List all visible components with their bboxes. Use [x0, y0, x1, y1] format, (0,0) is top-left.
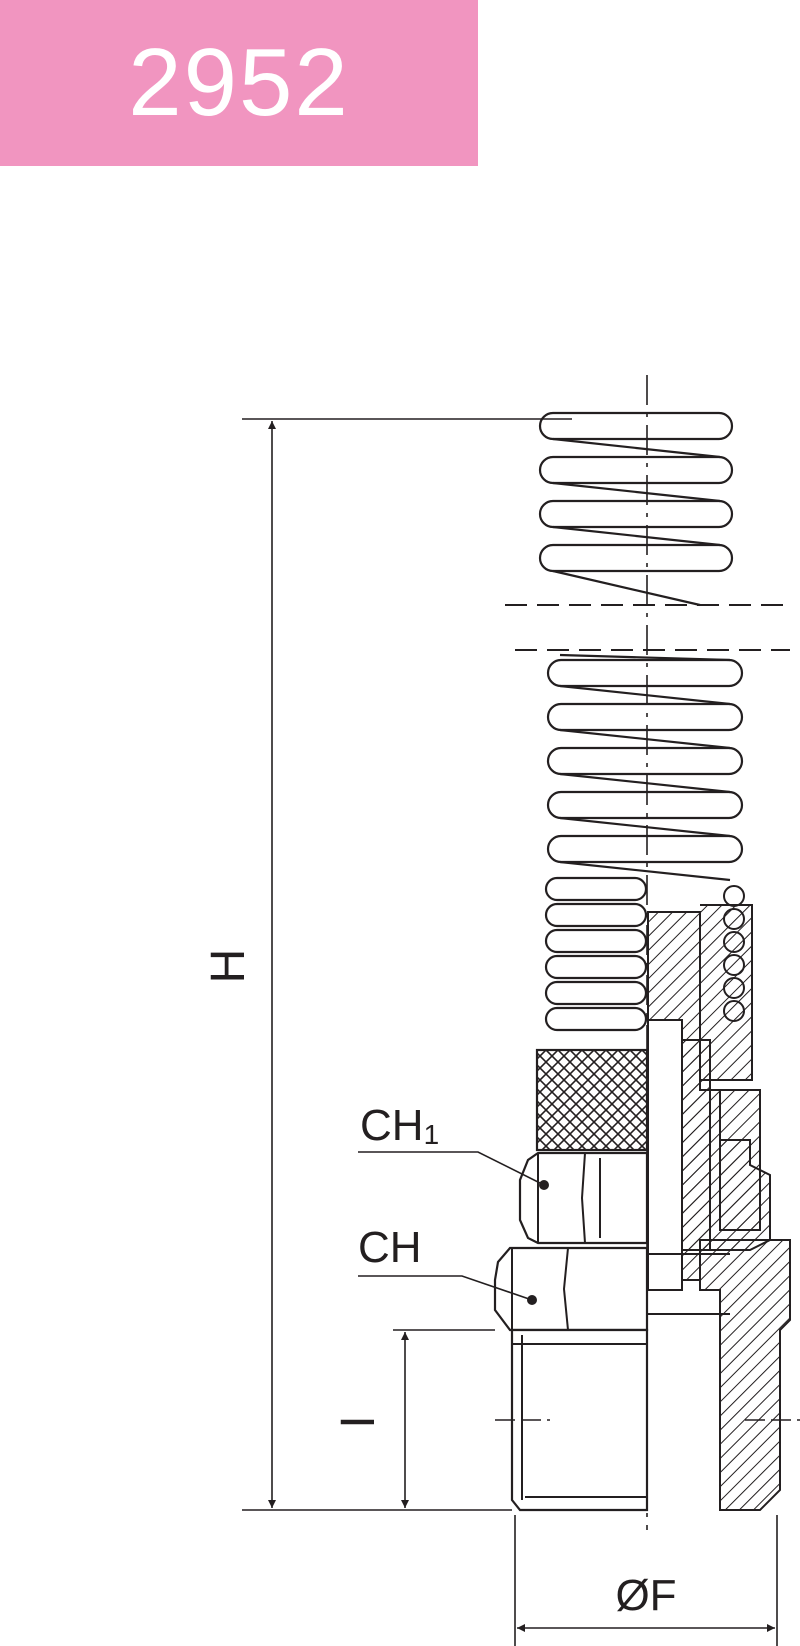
product-code-banner — [0, 0, 478, 166]
dimension-h — [242, 418, 572, 1511]
leader-ch1 — [358, 1151, 545, 1186]
label-ch: CH — [358, 1223, 422, 1272]
spring-on-tube — [544, 876, 648, 1032]
hex-nut-ch1 — [518, 1151, 649, 1245]
label-i: I — [332, 1415, 385, 1428]
label-h: H — [202, 949, 255, 984]
threaded-nipple — [510, 1328, 649, 1512]
dimension-f — [514, 1515, 778, 1646]
label-ch1-subscript: 1 — [424, 1119, 440, 1150]
label-ch1: CH1 — [360, 1101, 439, 1150]
label-diameter-f: ØF — [615, 1571, 676, 1620]
spring-upper — [538, 411, 734, 607]
spring-lower — [546, 653, 744, 882]
dimension-i — [393, 1329, 800, 1508]
label-ch1-main: CH — [360, 1101, 424, 1150]
leader-ch — [358, 1275, 533, 1301]
knurled-nut — [535, 1048, 649, 1152]
product-code: 2952 — [128, 29, 350, 136]
hex-body-ch — [493, 1246, 649, 1332]
